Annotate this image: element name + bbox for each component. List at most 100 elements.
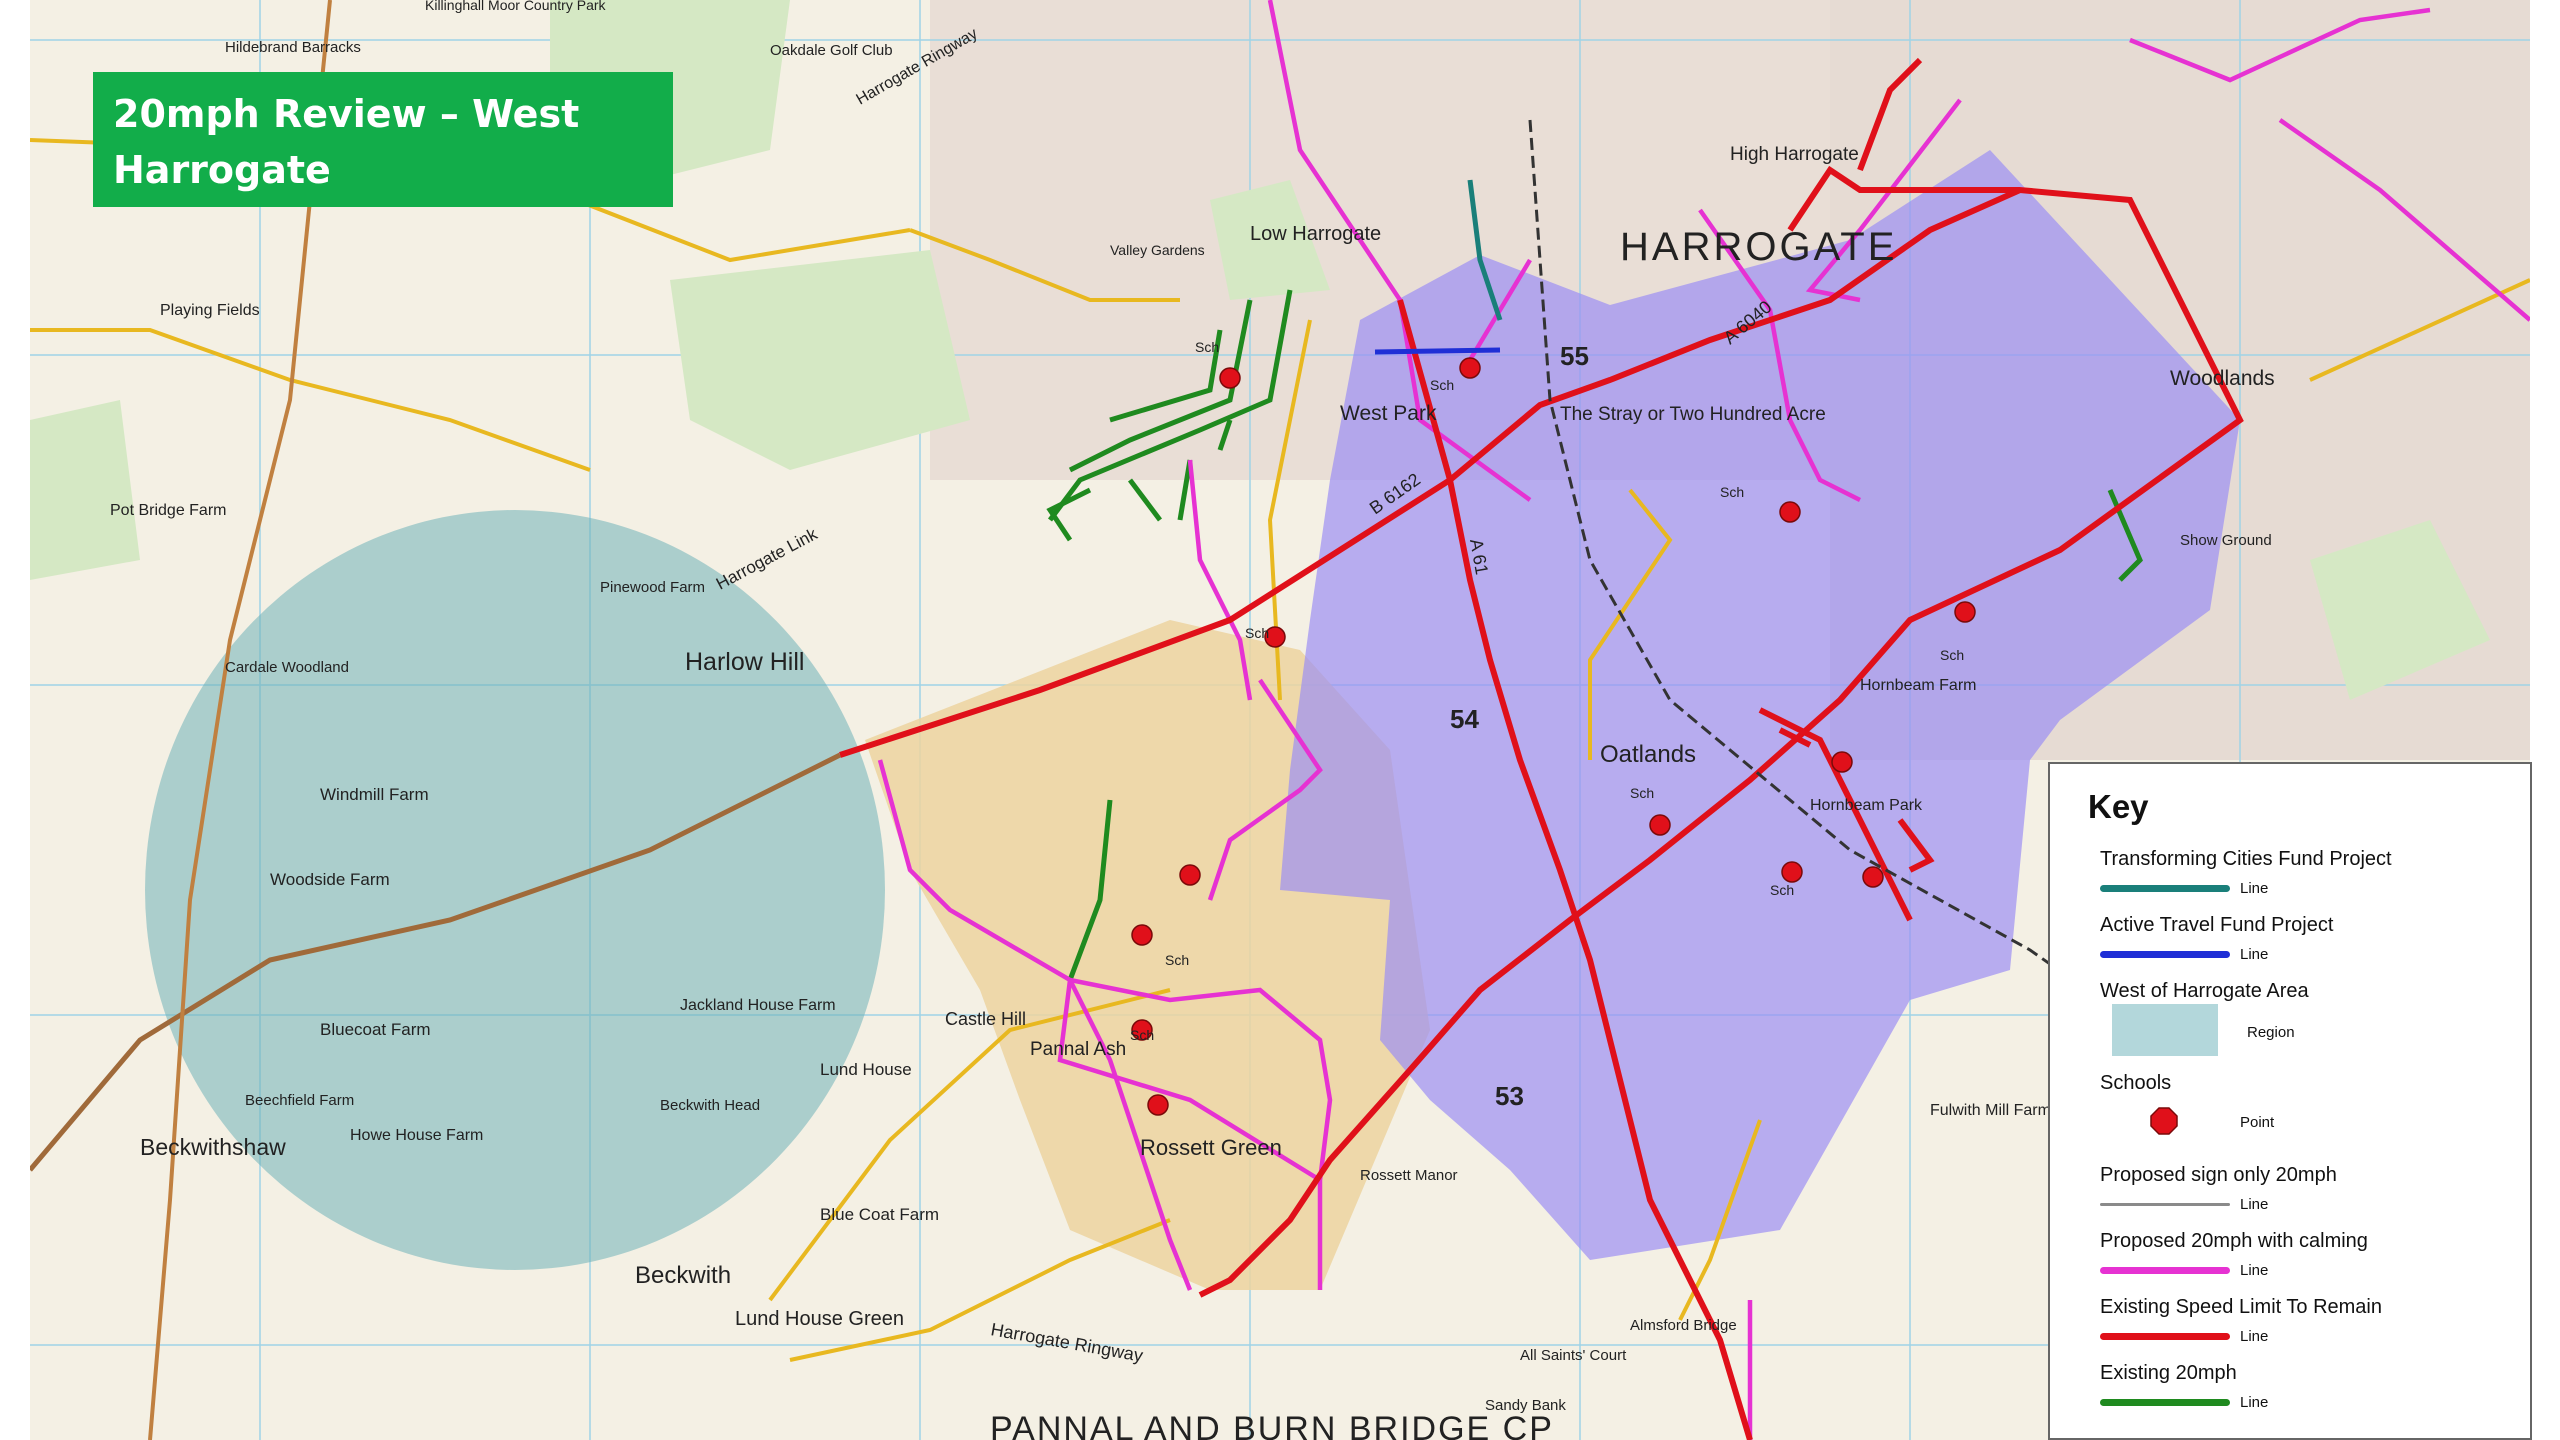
place-lund-house-green: Lund House Green [735, 1308, 904, 1330]
region-swatch [2112, 1004, 2218, 1056]
place-all-saints-court: All Saints' Court [1520, 1347, 1627, 1364]
zone-label-55: 55 [1560, 341, 1589, 371]
key-sub: Line [2240, 880, 2269, 897]
key-item-speed-limit: Existing Speed Limit To Remain Line [2100, 1296, 2520, 1360]
zone-label-53: 53 [1495, 1081, 1524, 1111]
place-oakdale-golf: Oakdale Golf Club [770, 42, 893, 59]
oatlands-area [1280, 150, 2240, 1260]
key-item-transforming-cities: Transforming Cities Fund Project Line [2100, 848, 2520, 912]
place-castle-hill: Castle Hill [945, 1009, 1026, 1029]
school-label: Sch [1195, 339, 1219, 355]
green-line-swatch [2100, 1399, 2230, 1406]
school-point-icon [2150, 1107, 2178, 1135]
place-beechfield-farm: Beechfield Farm [245, 1092, 354, 1109]
active-travel-line [1374, 347, 1501, 355]
woodland-areas [30, 0, 2490, 700]
place-windmill-farm: Windmill Farm [320, 785, 429, 804]
key-label: Proposed sign only 20mph [2100, 1164, 2337, 1186]
place-low-harrogate: Low Harrogate [1250, 223, 1381, 245]
map-canvas: A 61 B 6162 A 6040 Harrogate Link Harrog… [30, 0, 2530, 1440]
place-cardale-woodland: Cardale Woodland [225, 659, 349, 676]
key-title: Key [2088, 788, 2149, 825]
key-item-calming: Proposed 20mph with calming Line [2100, 1230, 2520, 1294]
key-item-active-travel: Active Travel Fund Project Line [2100, 914, 2520, 978]
key-label: Existing Speed Limit To Remain [2100, 1296, 2382, 1318]
place-pannal-burn: PANNAL AND BURN BRIDGE CP [990, 1410, 1554, 1440]
railway-line [1528, 119, 2530, 1302]
place-beckwith-head: Beckwith Head [660, 1097, 760, 1114]
place-beckwithshaw: Beckwithshaw [140, 1134, 286, 1160]
map-view[interactable]: A 61 B 6162 A 6040 Harrogate Link Harrog… [30, 0, 2530, 1440]
place-lund-house: Lund House [820, 1060, 912, 1079]
key-sub: Region [2247, 1024, 2295, 1041]
key-label: West of Harrogate Area [2100, 980, 2309, 1002]
b6162-road [30, 752, 842, 1172]
key-label: Existing 20mph [2100, 1362, 2237, 1384]
school-label: Sch [1940, 647, 1964, 663]
place-show-ground: Show Ground [2180, 532, 2272, 549]
grey-line-swatch [2100, 1203, 2230, 1206]
b6161-road [148, 0, 332, 1440]
blue-line-swatch [2100, 951, 2230, 958]
place-harlow-hill: Harlow Hill [685, 648, 804, 676]
school-label: Sch [1430, 377, 1454, 393]
schools [1131, 357, 1976, 1116]
map-title: 20mph Review – West Harrogate [93, 72, 673, 207]
school-label: Sch [1770, 882, 1794, 898]
place-blue-coat-farm: Blue Coat Farm [820, 1205, 939, 1224]
key-label: Proposed 20mph with calming [2100, 1230, 2368, 1252]
zone-label-54: 54 [1450, 704, 1479, 734]
existing-20mph-lines [1046, 289, 2143, 981]
place-playing-fields: Playing Fields [160, 302, 260, 319]
key-sub: Line [2240, 946, 2269, 963]
key-sub: Line [2240, 1394, 2269, 1411]
west-harrogate-region [145, 510, 885, 1270]
place-jackland-house-farm: Jackland House Farm [680, 997, 836, 1014]
school-label: Sch [1245, 625, 1269, 641]
key-item-west-harrogate: West of Harrogate Area Region [2100, 980, 2520, 1064]
place-harrogate: HARROGATE [1620, 225, 1897, 269]
key-item-schools: Schools Point [2100, 1072, 2520, 1152]
key-label: Schools [2100, 1072, 2172, 1094]
place-bluecoat-farm: Bluecoat Farm [320, 1020, 431, 1039]
key-label: Active Travel Fund Project [2100, 914, 2334, 936]
key-item-sign-only: Proposed sign only 20mph Line [2100, 1164, 2520, 1228]
place-rossett-green: Rossett Green [1140, 1135, 1282, 1160]
transforming-cities-line [1467, 179, 1503, 321]
map-key: Key Transforming Cities Fund Project Lin… [2048, 762, 2532, 1440]
place-valley-gardens: Valley Gardens [1110, 242, 1205, 258]
place-woodside-farm: Woodside Farm [270, 870, 390, 889]
teal-line-swatch [2100, 885, 2230, 892]
magenta-line-swatch [2100, 1267, 2230, 1274]
key-sub: Line [2240, 1196, 2269, 1213]
key-sub: Line [2240, 1328, 2269, 1345]
place-beckwith: Beckwith [635, 1262, 731, 1289]
key-sub: Point [2240, 1114, 2275, 1131]
place-hildebrand-barracks: Hildebrand Barracks [225, 39, 361, 56]
place-stray: The Stray or Two Hundred Acre [1560, 404, 1826, 425]
place-oatlands: Oatlands [1600, 741, 1696, 768]
place-killinghall-moor: Killinghall Moor Country Park [425, 0, 607, 13]
place-howe-house-farm: Howe House Farm [350, 1127, 483, 1144]
place-west-park: West Park [1340, 402, 1437, 425]
school-label: Sch [1630, 785, 1654, 801]
place-hornbeam-park: Hornbeam Park [1810, 797, 1923, 814]
place-high-harrogate: High Harrogate [1730, 144, 1859, 165]
school-label: Sch [1130, 1027, 1154, 1043]
place-rossett-manor: Rossett Manor [1360, 1167, 1458, 1184]
existing-speed-limit-lines [839, 57, 2244, 1440]
b-roads [30, 138, 2530, 1362]
red-line-swatch [2100, 1333, 2230, 1340]
place-fulwith-mill-farm: Fulwith Mill Farm [1930, 1102, 2051, 1119]
place-pinewood-farm: Pinewood Farm [600, 579, 705, 596]
school-label: Sch [1165, 952, 1189, 968]
place-sandy-bank: Sandy Bank [1485, 1397, 1566, 1414]
place-woodlands: Woodlands [2170, 367, 2275, 390]
place-pot-bridge-farm: Pot Bridge Farm [110, 502, 226, 519]
place-hornbeam-farm: Hornbeam Farm [1860, 677, 1976, 694]
place-almsford-bridge: Almsford Bridge [1630, 1317, 1737, 1334]
key-sub: Line [2240, 1262, 2269, 1279]
place-pannal-ash: Pannal Ash [1030, 1039, 1126, 1060]
key-label: Transforming Cities Fund Project [2100, 848, 2392, 870]
key-item-existing-20mph: Existing 20mph Line [2100, 1362, 2520, 1426]
